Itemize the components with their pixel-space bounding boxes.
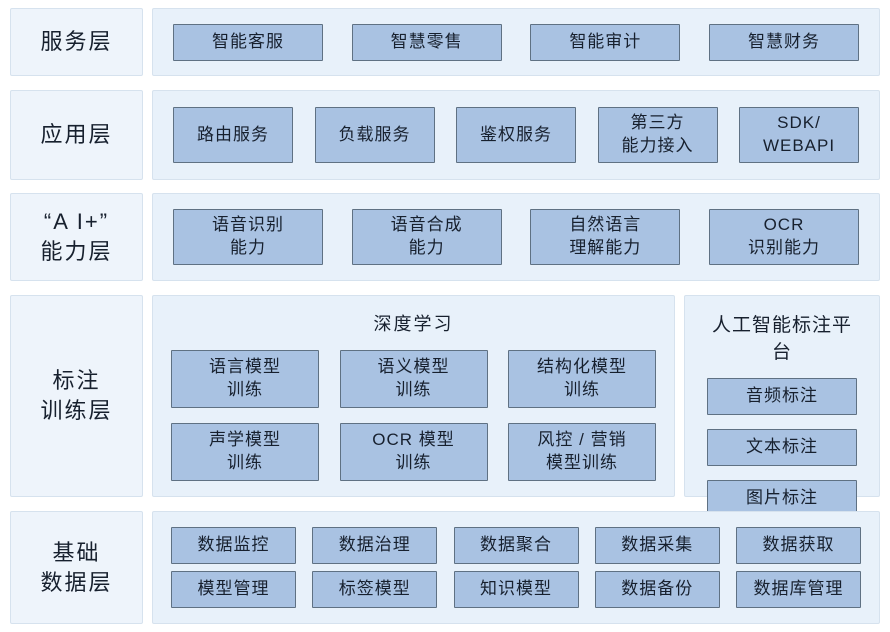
layer-label-annotation-training: 标注 训练层 xyxy=(10,295,143,497)
data-box-backup: 数据备份 xyxy=(594,571,720,608)
layer-label-service: 服务层 xyxy=(10,8,143,76)
layer-panel-ai-capability: 语音识别 能力 语音合成 能力 自然语言 理解能力 OCR 识别能力 xyxy=(152,193,880,281)
layer-panel-base-data: 数据监控 数据治理 数据聚合 数据采集 数据获取 模型管理 标签模型 知识模型 … xyxy=(152,511,880,624)
data-box-acquisition: 数据获取 xyxy=(736,527,861,564)
service-box-smart-audit: 智能审计 xyxy=(530,23,681,61)
layer-label-application: 应用层 xyxy=(10,90,143,180)
service-box-smart-retail: 智慧零售 xyxy=(351,23,502,61)
capability-box-speech-recognition: 语音识别 能力 xyxy=(173,209,323,265)
layer-panel-application: 路由服务 负载服务 鉴权服务 第三方 能力接入 SDK/ WEBAPI xyxy=(152,90,880,180)
data-box-knowledge-model: 知识模型 xyxy=(453,571,579,608)
data-box-database-management: 数据库管理 xyxy=(736,571,861,608)
annotation-platform-panel: 人工智能标注平台 音频标注 文本标注 图片标注 xyxy=(684,295,880,517)
layer-row-annotation-training: 标注 训练层 深度学习 语言模型 训练 语义模型 训练 结构化模型 训练 声学模… xyxy=(10,295,880,517)
application-box-routing-service: 路由服务 xyxy=(173,107,293,163)
layer-panel-service: 智能客服 智慧零售 智能审计 智慧财务 xyxy=(152,8,880,76)
deep-learning-title: 深度学习 xyxy=(373,314,454,334)
deep-learning-grid: 语言模型 训练 语义模型 训练 结构化模型 训练 声学模型 训练 OCR 模型 … xyxy=(171,350,656,481)
layer-row-service: 服务层 智能客服 智慧零售 智能审计 智慧财务 xyxy=(10,8,880,76)
application-box-auth-service: 鉴权服务 xyxy=(456,107,576,163)
layer-label-base-data: 基础 数据层 xyxy=(10,511,143,624)
application-box-sdk-webapi: SDK/ WEBAPI xyxy=(739,107,859,163)
data-box-governance: 数据治理 xyxy=(312,527,438,564)
dl-box-structured-model-training: 结构化模型 训练 xyxy=(508,350,656,408)
annotation-platform-title: 人工智能标注平台 xyxy=(711,315,852,363)
layer-row-application: 应用层 路由服务 负载服务 鉴权服务 第三方 能力接入 SDK/ WEBAPI xyxy=(10,90,880,180)
dl-box-semantic-model-training: 语义模型 训练 xyxy=(339,350,488,408)
application-box-load-service: 负载服务 xyxy=(314,107,435,163)
dl-box-language-model-training: 语言模型 训练 xyxy=(171,350,319,408)
dl-box-acoustic-model-training: 声学模型 训练 xyxy=(171,423,319,481)
ap-box-audio-annotation: 音频标注 xyxy=(707,378,857,415)
layer-row-base-data: 基础 数据层 数据监控 数据治理 数据聚合 数据采集 数据获取 模型管理 标签模… xyxy=(10,511,880,624)
data-box-tag-model: 标签模型 xyxy=(312,571,438,608)
dl-box-risk-marketing-model-training: 风控 / 营销 模型训练 xyxy=(508,423,656,481)
annotation-platform-boxes: 音频标注 文本标注 图片标注 xyxy=(707,378,857,517)
ap-box-text-annotation: 文本标注 xyxy=(707,429,857,466)
data-box-model-management: 模型管理 xyxy=(171,571,296,608)
capability-box-ocr: OCR 识别能力 xyxy=(708,209,859,265)
dl-box-ocr-model-training: OCR 模型 训练 xyxy=(339,423,488,481)
capability-box-speech-synthesis: 语音合成 能力 xyxy=(351,209,502,265)
capability-box-nlu: 自然语言 理解能力 xyxy=(530,209,681,265)
layer-label-ai-capability: “A I+” 能力层 xyxy=(10,193,143,281)
service-box-smart-finance: 智慧财务 xyxy=(708,23,859,61)
deep-learning-panel: 深度学习 语言模型 训练 语义模型 训练 结构化模型 训练 声学模型 训练 OC… xyxy=(152,295,675,497)
layer-row-ai-capability: “A I+” 能力层 语音识别 能力 语音合成 能力 自然语言 理解能力 OCR… xyxy=(10,193,880,281)
data-box-monitoring: 数据监控 xyxy=(171,527,296,564)
ap-box-image-annotation: 图片标注 xyxy=(707,480,857,517)
service-box-smart-customer-service: 智能客服 xyxy=(173,23,323,61)
data-box-aggregation: 数据聚合 xyxy=(453,527,579,564)
application-box-third-party-access: 第三方 能力接入 xyxy=(597,107,718,163)
data-box-collection: 数据采集 xyxy=(594,527,720,564)
